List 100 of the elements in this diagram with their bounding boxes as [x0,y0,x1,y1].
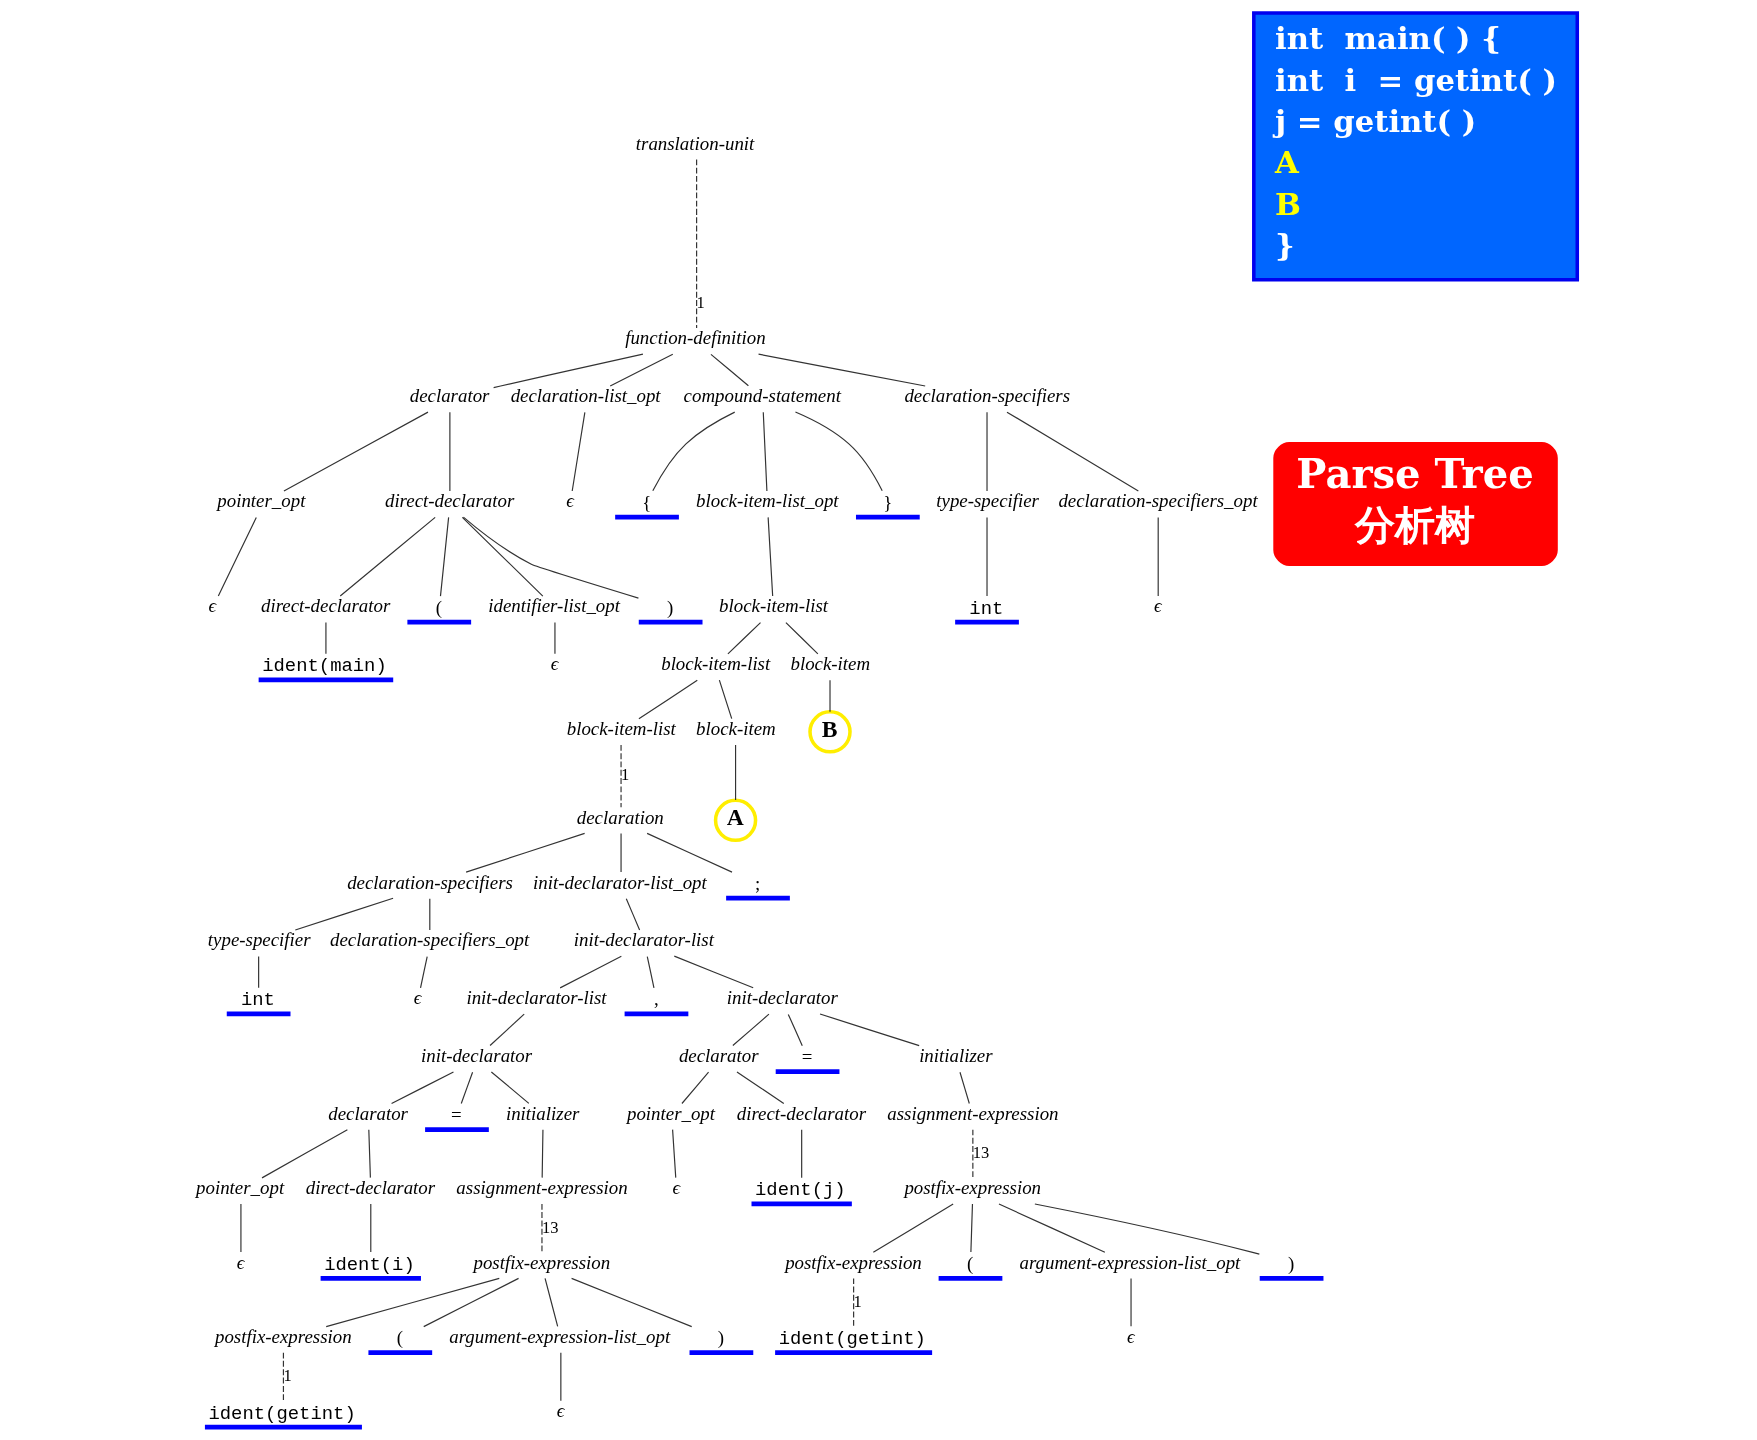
node-text: ident(getint) [778,1328,926,1351]
node-text: translation-unit [635,132,754,154]
node-text: direct-declarator [736,1102,866,1124]
connector [646,832,733,873]
node-text: direct-declarator [260,595,390,617]
connector [852,1277,854,1327]
connector [997,1203,1105,1253]
node-text: = [450,1104,462,1126]
connector [541,1129,544,1179]
connector [448,411,450,492]
edge-label: 13 [541,1217,558,1237]
connector [673,955,754,989]
node-text: ident(j) [754,1179,846,1202]
node-text: type-specifier [935,490,1039,512]
connector [570,1277,692,1328]
node-circle: B [807,710,852,754]
node-text: ident(i) [323,1253,415,1276]
connector [872,1203,954,1253]
connector [544,1277,558,1327]
connector [439,516,449,597]
node-text: direct-declarator [384,490,514,512]
connector [489,1013,525,1047]
connector [324,622,326,655]
node-text: declaration [576,806,664,828]
node-text: ( [966,1252,973,1274]
connector [559,1352,561,1402]
connector [619,744,622,808]
connector [462,516,639,599]
node-text: pointer_opt [216,490,305,512]
node-text: declaration-specifiers [346,871,513,893]
connector [282,1352,284,1402]
connector [794,411,883,492]
node-text: block-item-list [660,653,770,675]
connector [731,1013,770,1047]
node-text: declaration-specifiers_opt [329,929,529,951]
node-text: initializer [918,1045,993,1067]
node-text: block-item-list [566,718,676,740]
connector [257,955,259,989]
connector [734,744,736,801]
node-text: ( [435,596,442,618]
connector [985,516,988,597]
connector [217,516,257,597]
connector [958,1071,970,1105]
node-text: ϵ [565,490,574,512]
node-text: , [653,988,659,1010]
connector [367,1129,371,1179]
edge-label: 1 [282,1366,292,1386]
edge-label: 1 [853,1291,862,1311]
connector [428,898,430,931]
connector [260,1129,348,1179]
node-text: } [882,491,892,513]
node-text: declaration-specifiers [903,385,1070,407]
node-text: ϵ [236,1251,244,1273]
node-text: function-definition [624,327,766,349]
connector [726,622,761,655]
node-text: postfix-expression [903,1177,1041,1199]
node-text: ϵ [413,987,421,1009]
node-text: declarator [678,1045,759,1067]
connector [369,1203,371,1253]
node-text: { [641,491,651,513]
node-text: ( [396,1327,403,1349]
node-text: initializer [505,1102,579,1124]
connector [490,1071,529,1104]
node-text: block-item [789,653,870,675]
node-text: ϵ [550,653,558,675]
connector [718,679,732,720]
node-text: postfix-expression [784,1251,922,1273]
node-text: int [240,989,275,1012]
node-text: init-declarator-list [573,929,714,951]
node-text: compound-statement [683,385,841,407]
connector [239,1203,241,1253]
node-text: ident(getint) [207,1402,356,1425]
node-box: int main( ) { int i = getint( ) j = getint( ) A B } [1251,11,1579,282]
node-text: assignment-expression [455,1177,628,1199]
connector [339,516,436,597]
connector [571,411,585,492]
node-circle: A [713,798,757,843]
node-text: ident(main) [261,655,387,678]
connector [680,1071,709,1105]
connector [787,1013,803,1047]
connector [540,1203,543,1253]
connector [695,158,697,329]
node-text: init-declarator-list_opt [532,871,707,893]
node-text: declarator [409,385,489,407]
node-box: Parse Tree 分析树 [1272,442,1558,566]
connector [390,1071,454,1105]
connector [757,353,926,387]
connector [422,1277,519,1328]
node-text: block-item-list_opt [695,490,839,512]
node-text: pointer_opt [195,1177,284,1199]
node-text: direct-declarator [305,1177,435,1199]
node-text: postfix-expression [214,1326,352,1348]
connector [325,1277,500,1328]
edge-label: 1 [620,765,629,785]
connector [625,898,640,931]
node-text: pointer_opt [626,1102,715,1124]
connector [818,1013,920,1047]
connector [1157,516,1159,597]
connector [609,353,673,387]
connector [828,679,831,713]
